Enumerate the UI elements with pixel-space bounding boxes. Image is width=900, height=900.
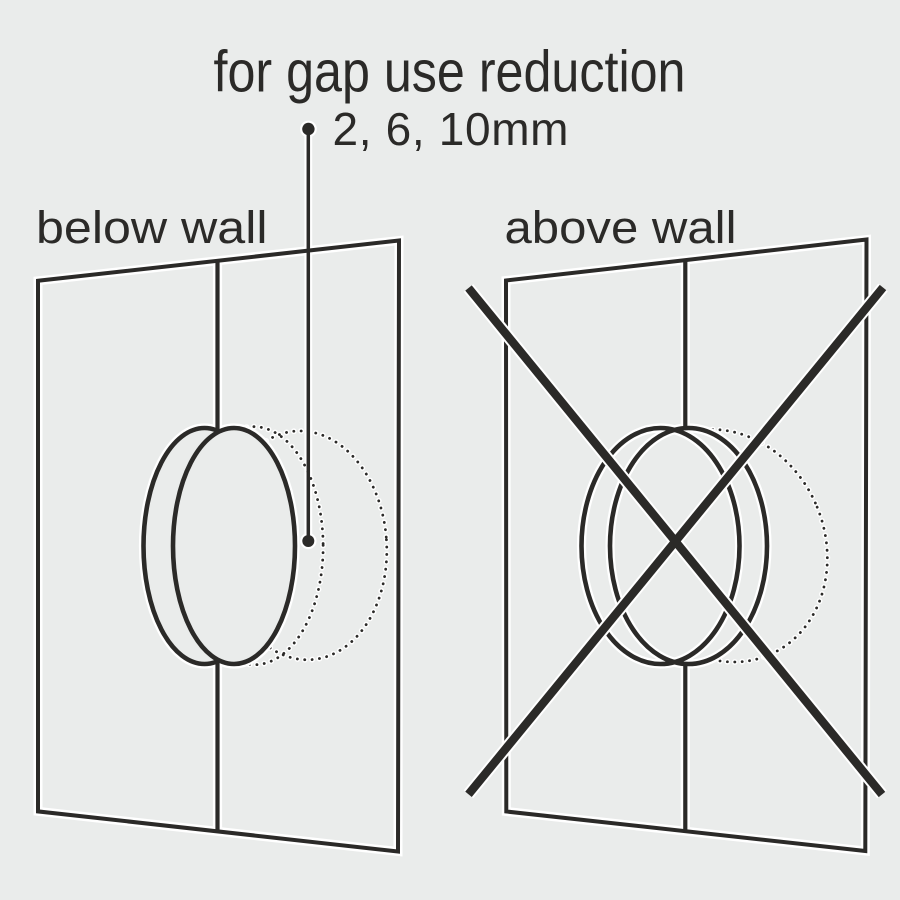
svg-text:below wall: below wall <box>36 202 268 253</box>
svg-text:2, 6, 10mm: 2, 6, 10mm <box>333 103 569 155</box>
svg-text:for gap use reduction: for gap use reduction <box>214 40 686 105</box>
svg-text:above wall: above wall <box>505 202 737 253</box>
